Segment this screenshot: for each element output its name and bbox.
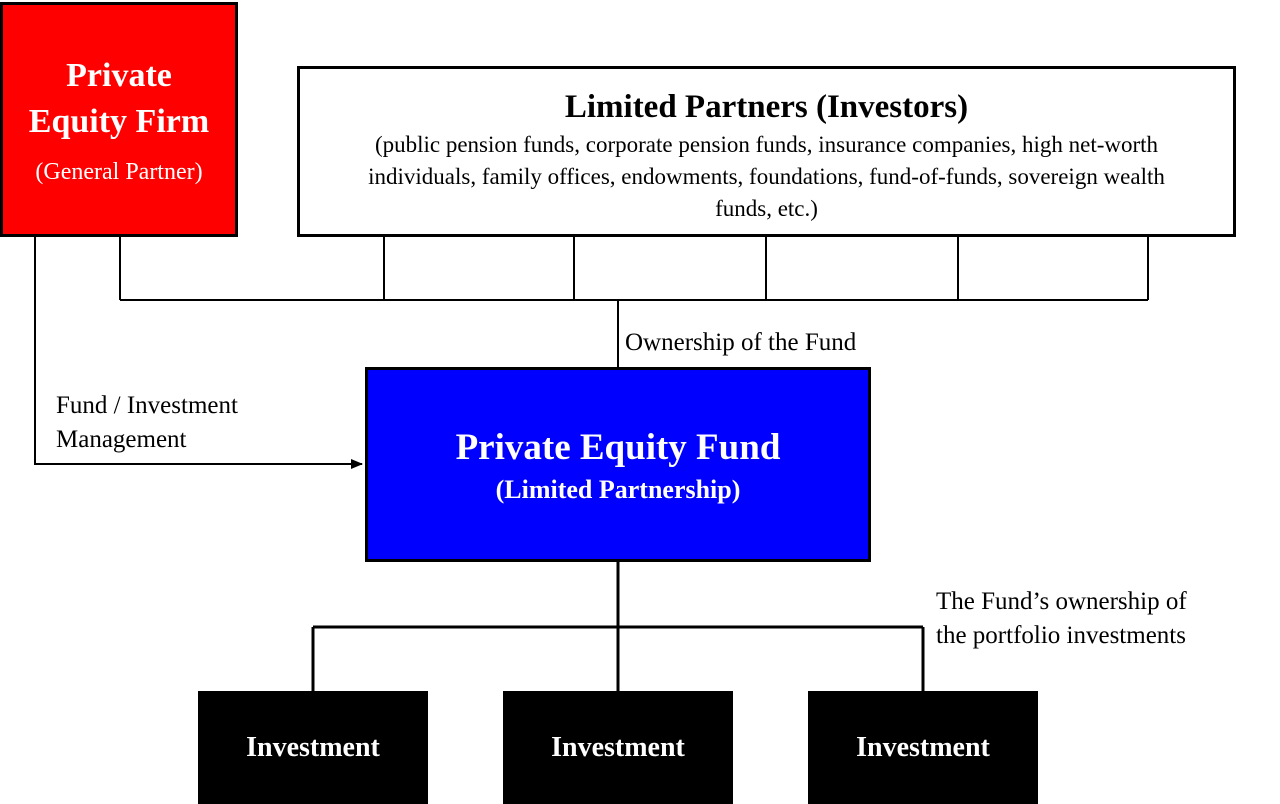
- management-arrow: [34, 237, 363, 469]
- portfolio-label: The Fund’s ownership of the portfolio in…: [936, 585, 1266, 653]
- portfolio-label-line2: the portfolio investments: [936, 622, 1186, 649]
- investors-title: Limited Partners (Investors): [564, 89, 969, 125]
- management-label-line1: Fund / Investment: [56, 392, 238, 419]
- investment-box: Investment: [808, 691, 1038, 804]
- portfolio-connectors: [311, 562, 925, 691]
- firm-title-line2: Equity Firm: [28, 103, 210, 140]
- private-equity-firm-box: Private Equity Firm (General Partner): [0, 2, 238, 237]
- management-label: Fund / Investment Management: [56, 389, 316, 457]
- fund-subtitle: (Limited Partnership): [495, 474, 741, 504]
- private-equity-fund-box: Private Equity Fund (Limited Partnership…: [365, 367, 871, 562]
- investment-box: Investment: [503, 691, 733, 804]
- investors-description: (public pension funds, corporate pension…: [368, 132, 1165, 221]
- investment-box: Investment: [198, 691, 428, 804]
- firm-title-line1: Private: [66, 57, 172, 94]
- ownership-label: Ownership of the Fund: [625, 329, 857, 356]
- investor-connectors: [119, 237, 1149, 367]
- firm-subtitle: (General Partner): [35, 159, 203, 185]
- portfolio-label-line1: The Fund’s ownership of: [936, 588, 1187, 615]
- limited-partners-box: Limited Partners (Investors) (public pen…: [297, 66, 1236, 237]
- fund-title: Private Equity Fund: [455, 426, 781, 468]
- management-label-line2: Management: [56, 426, 187, 453]
